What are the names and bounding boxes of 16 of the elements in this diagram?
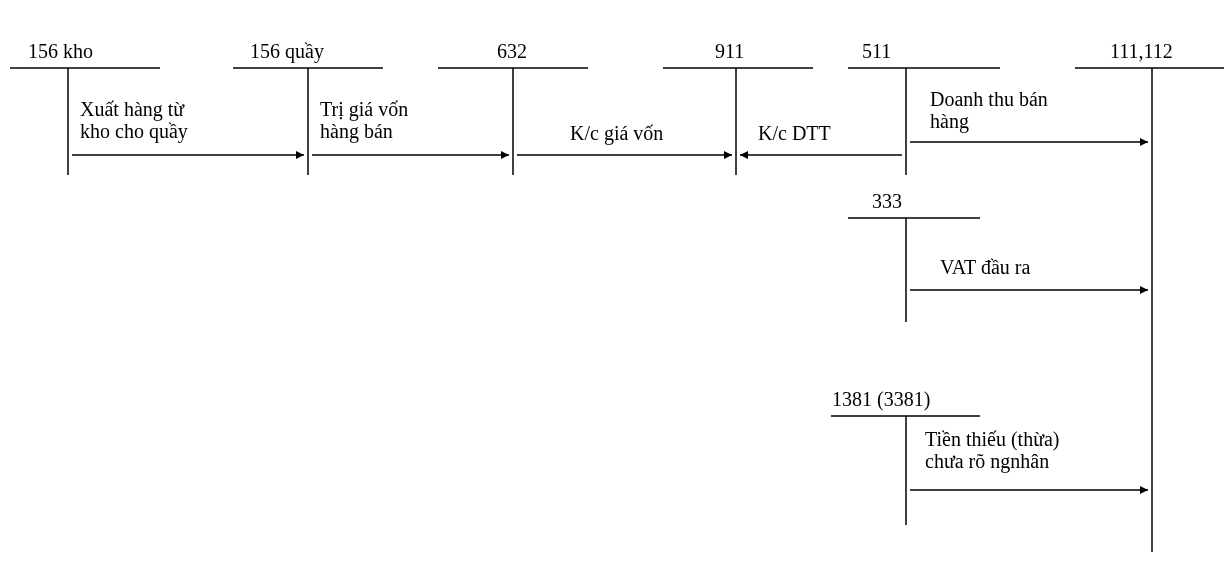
account-number: 911 bbox=[715, 40, 745, 62]
account-number: 156 kho bbox=[28, 40, 93, 62]
arrow bbox=[909, 486, 1149, 494]
arrow bbox=[739, 151, 903, 159]
arrow bbox=[71, 151, 305, 159]
edge-label: K/c giá vốn bbox=[570, 122, 664, 144]
account-number: 156 quầy bbox=[250, 40, 324, 62]
arrow bbox=[516, 151, 733, 159]
account-number: 511 bbox=[862, 40, 892, 62]
arrow bbox=[311, 151, 510, 159]
account-number: 1381 (3381) bbox=[832, 388, 931, 410]
account-number: 111,112 bbox=[1110, 40, 1173, 62]
arrow bbox=[909, 138, 1149, 146]
arrow bbox=[909, 286, 1149, 294]
account-number: 632 bbox=[497, 40, 527, 62]
account-number: 333 bbox=[872, 190, 902, 212]
